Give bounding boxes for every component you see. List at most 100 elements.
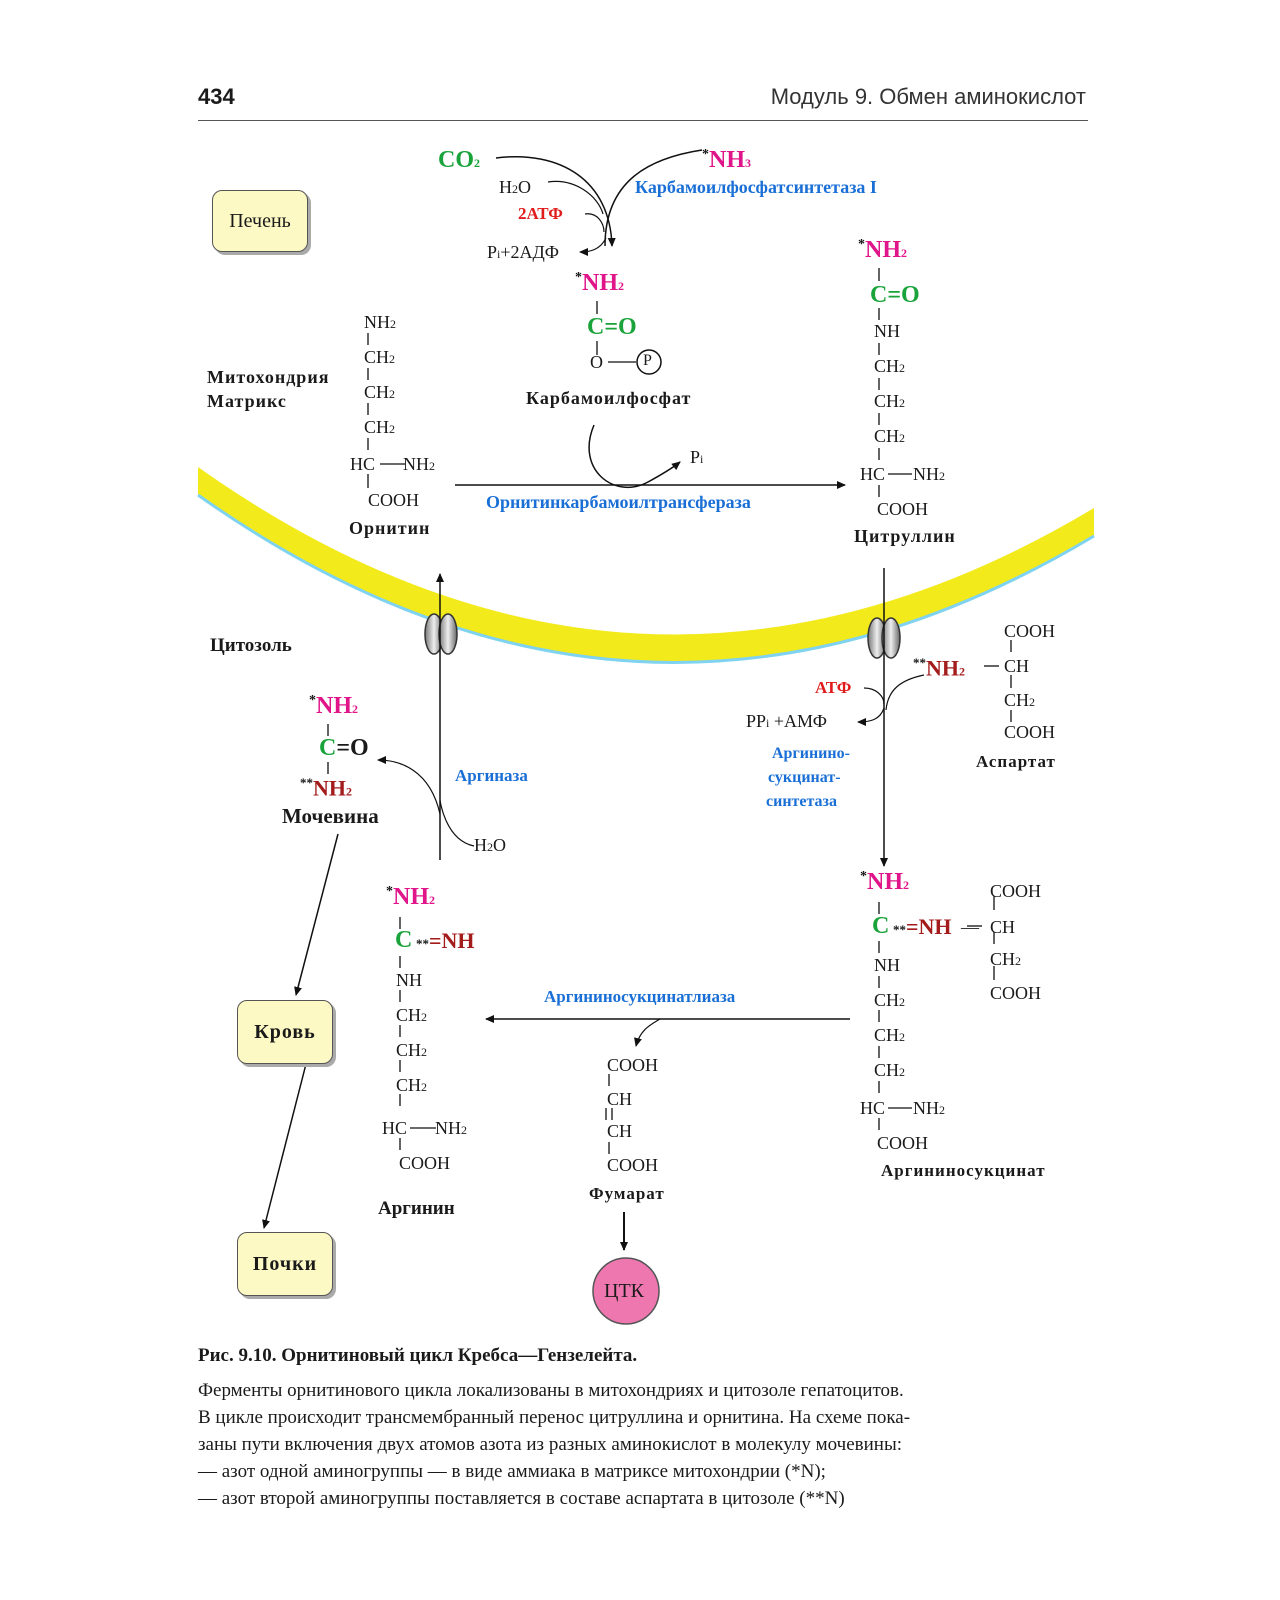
carbamoyl-to-otc-curve <box>588 424 681 488</box>
asl-enzyme-label: Аргининосукцинатлиаза <box>544 987 736 1006</box>
ornithine-ch2-2: CH2 <box>364 382 396 402</box>
as-c: C <box>872 913 890 939</box>
h2o-curve <box>547 180 604 215</box>
nh3-formula: *NH3 <box>702 147 751 173</box>
fumarate-cooh-bottom: COOH <box>607 1155 659 1175</box>
arginine-ch2-3: CH2 <box>396 1075 428 1095</box>
citrulline-cooh: COOH <box>877 499 929 519</box>
caption-line: заны пути включения двух атомов азота из… <box>198 1434 902 1455</box>
aspartate-in-curve <box>885 674 925 711</box>
figure-caption: Ферменты орнитинового цикла локализованы… <box>198 1377 1098 1512</box>
fumarate-ch-2: CH <box>607 1121 633 1141</box>
ornithine-label: Орнитин <box>349 518 431 538</box>
as-ch2-1: CH2 <box>874 990 906 1010</box>
cps-enzyme-label: Карбамоилфосфатсинтетаза I <box>635 177 877 197</box>
bond-lines <box>327 268 1012 1154</box>
aspartate-ch: CH <box>1004 656 1030 676</box>
ornithine-ch2-1: CH2 <box>364 347 396 367</box>
caption-line: — азот одной аминогруппы — в виде аммиак… <box>198 1461 826 1482</box>
citrulline-ch2-2: CH2 <box>874 391 906 411</box>
citrulline-nh2: *NH2 <box>858 237 907 263</box>
carbamoyl-o: O <box>590 352 603 372</box>
mitochondria-label: Митохондрия <box>207 367 330 387</box>
ornithine-nh2: NH2 <box>364 312 396 332</box>
pi-adp-arrow <box>579 237 607 256</box>
h2o-formula-cps: H2O <box>499 177 531 197</box>
blood-to-kidney-arrow <box>262 1063 307 1229</box>
figure-title: Рис. 9.10. Орнитиновый цикл Кребса—Гензе… <box>198 1345 638 1366</box>
otc-enzyme-label: Орнитинкарбамоилтрансфераза <box>486 492 751 512</box>
carbamoyl-phosphate-label: Карбамоилфосфат <box>526 388 692 408</box>
as-dash: — <box>961 917 979 937</box>
citrulline-transporter <box>867 617 901 659</box>
aspartate-cooh-top: COOH <box>1004 621 1056 641</box>
caption-line: — азот второй аминогруппы поставляется в… <box>198 1488 845 1509</box>
as-cooh-top: COOH <box>990 881 1042 901</box>
as-nh: NH <box>874 955 900 975</box>
as-nh2: *NH2 <box>860 869 909 895</box>
blood-box: Кровь <box>237 1000 333 1064</box>
aspartate-ch2: CH2 <box>1004 690 1036 710</box>
ass-enzyme-label-2: сукцинат- <box>768 769 841 786</box>
fumarate-ch-1: CH <box>607 1089 633 1109</box>
pi-adp-formula: Pi+2АДФ <box>487 242 560 262</box>
tca-label: ЦТК <box>604 1280 644 1302</box>
urea-to-blood-arrow <box>294 833 339 996</box>
arginine-nh2: *NH2 <box>386 884 435 910</box>
caption-line: Ферменты орнитинового цикла локализованы… <box>198 1380 904 1401</box>
carbamoyl-nh2: *NH2 <box>575 270 624 296</box>
fumarate-label: Фумарат <box>589 1184 665 1203</box>
citrulline-label: Цитруллин <box>854 526 956 546</box>
atp-curve <box>584 213 605 233</box>
mitochondrial-membrane <box>198 467 1094 663</box>
ass-enzyme-label-1: Аргинино- <box>772 745 850 762</box>
pi-otc-formula: Pi <box>690 447 704 467</box>
h2o-formula-arginase: H2O <box>474 835 506 855</box>
co2-formula: CO2 <box>438 147 480 173</box>
urea-nh2-2: **NH2 <box>300 775 352 801</box>
as-ch2-2: CH2 <box>874 1025 906 1045</box>
argininosuccinate-label: Аргининосукцинат <box>881 1161 1046 1180</box>
ass-enzyme-label-3: синтетаза <box>766 793 837 810</box>
arginine-c: C <box>395 927 413 953</box>
citrulline-ch2-3: CH2 <box>874 426 906 446</box>
citrulline-ch2-1: CH2 <box>874 356 906 376</box>
cytosol-label: Цитозоль <box>210 635 292 656</box>
arginine-nh: NH <box>396 970 422 990</box>
arginase-curve <box>439 799 475 847</box>
arginase-enzyme-label: Аргиназа <box>455 766 528 785</box>
atp-in-curve <box>863 687 885 705</box>
phosphate-circle <box>636 349 662 375</box>
header-rule <box>198 120 1088 121</box>
running-header: Модуль 9. Обмен аминокислот <box>770 84 1086 109</box>
arginine-cooh: COOH <box>399 1153 451 1173</box>
nh3-arrow <box>604 149 703 247</box>
urea-label: Мочевина <box>282 804 379 828</box>
matrix-label: Матрикс <box>207 391 287 411</box>
arginine-ch2-2: CH2 <box>396 1040 428 1060</box>
liver-box: Печень <box>212 190 308 252</box>
liver-label: Печень <box>229 209 291 232</box>
page-number: 434 <box>198 84 235 109</box>
as-cooh-side: COOH <box>990 983 1042 1003</box>
citrulline-co: C=O <box>870 282 920 308</box>
fumarate-branch <box>634 1018 661 1047</box>
as-double-nh: **=NH <box>893 914 952 939</box>
as-ch2-3: CH2 <box>874 1060 906 1080</box>
urea-out-arrow <box>377 756 441 815</box>
aspartate-nh2: **NH2 <box>913 655 965 681</box>
aspartate-cooh-bottom: COOH <box>1004 722 1056 742</box>
aspartate-label: Аспартат <box>976 752 1056 771</box>
kidney-box: Почки <box>237 1232 333 1296</box>
ornithine-ch2-3: CH2 <box>364 417 396 437</box>
ppi-amp-formula: PPi +АМФ <box>746 711 828 731</box>
atp-label: АТФ <box>815 678 852 697</box>
blood-label: Кровь <box>254 1020 316 1043</box>
co2-arrow <box>495 156 616 247</box>
phosphate-letter: P <box>643 352 652 369</box>
as-ch: CH <box>990 917 1016 937</box>
urea-nh2-1: *NH2 <box>309 693 358 719</box>
